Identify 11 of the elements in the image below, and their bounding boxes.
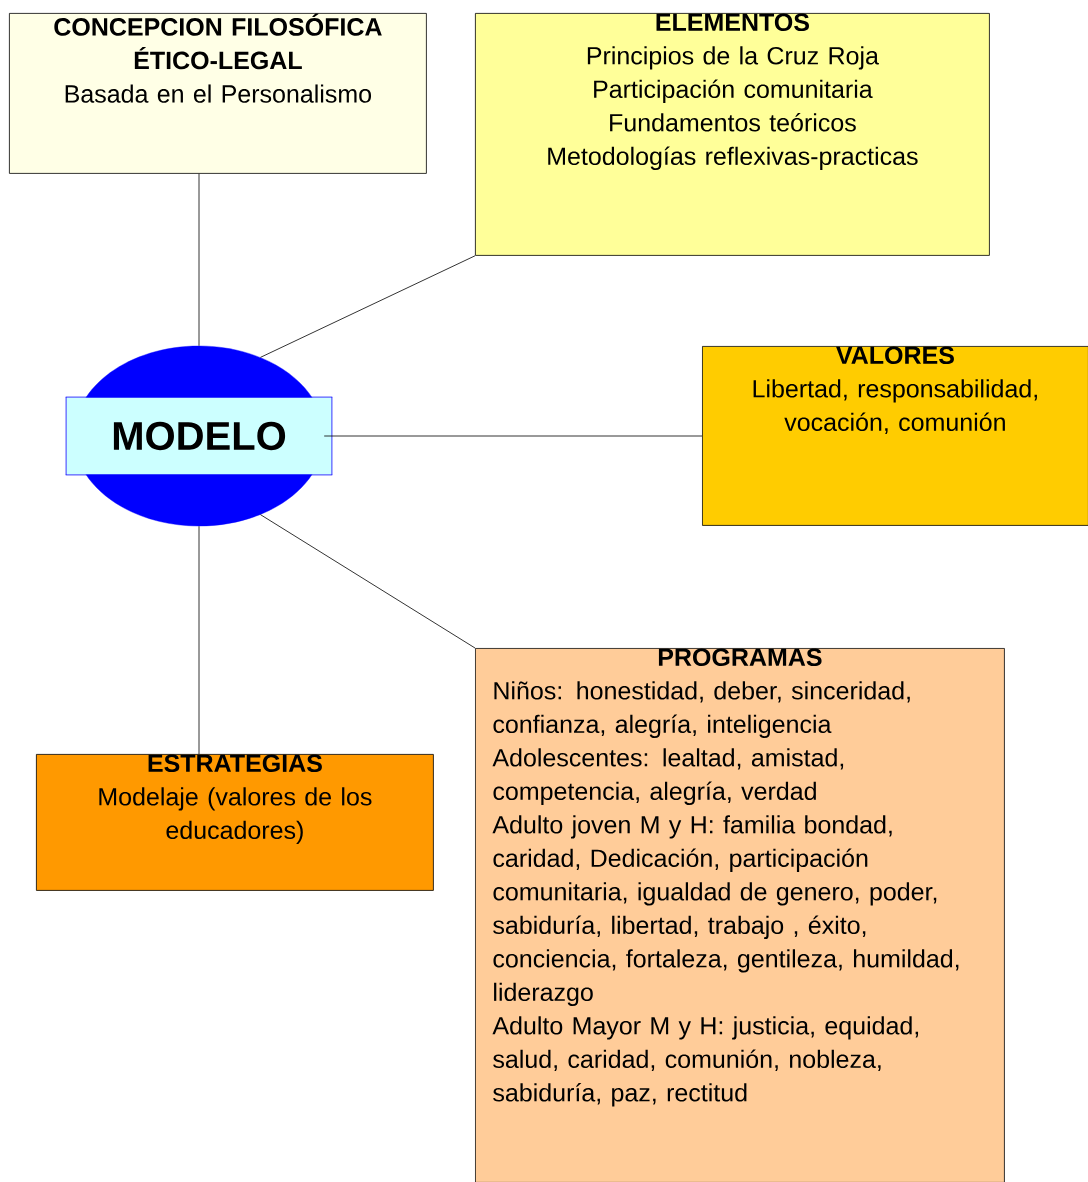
text-box: PROGRAMAS Niños: honestidad, deber, sinceridad, confianza, alegría, inteligencia Adolescentes: lealtad, amistad, competencia, alegría, verdad Adulto joven M y H: familia bondad, caridad, Dedicación, participación comunitaria, igualdad de genero, poder, sabiduría, libertad, trabajo , éxito, conciencia, fortaleza, gentileza, humildad, liderazgo Adulto Mayor M y H: justicia, equidad, salud, caridad, comunión, nobleza, sabiduría, paz, rectitud [475,648,1005,1182]
text-box: ESTRATEGIAS Modelaje (valores de los educadores) [36,754,434,891]
connector-line [260,514,476,649]
connector-line [323,435,703,437]
text-box: CONCEPCION FILOSÓFICA ÉTICO-LEGAL Basada en el Personalismo [9,13,427,174]
ellipse-node: MODELO [65,345,333,527]
text-box: VALORES Libertad, responsabilidad, vocación, comunión [702,346,1088,526]
connector-line [260,255,476,358]
text-box: ELEMENTOS Principios de la Cruz Roja Participación comunitaria Fundamentos teóricos Metodologías reflexivas-practicas [475,13,990,256]
connector-line [198,173,200,347]
connector-line [198,525,200,755]
